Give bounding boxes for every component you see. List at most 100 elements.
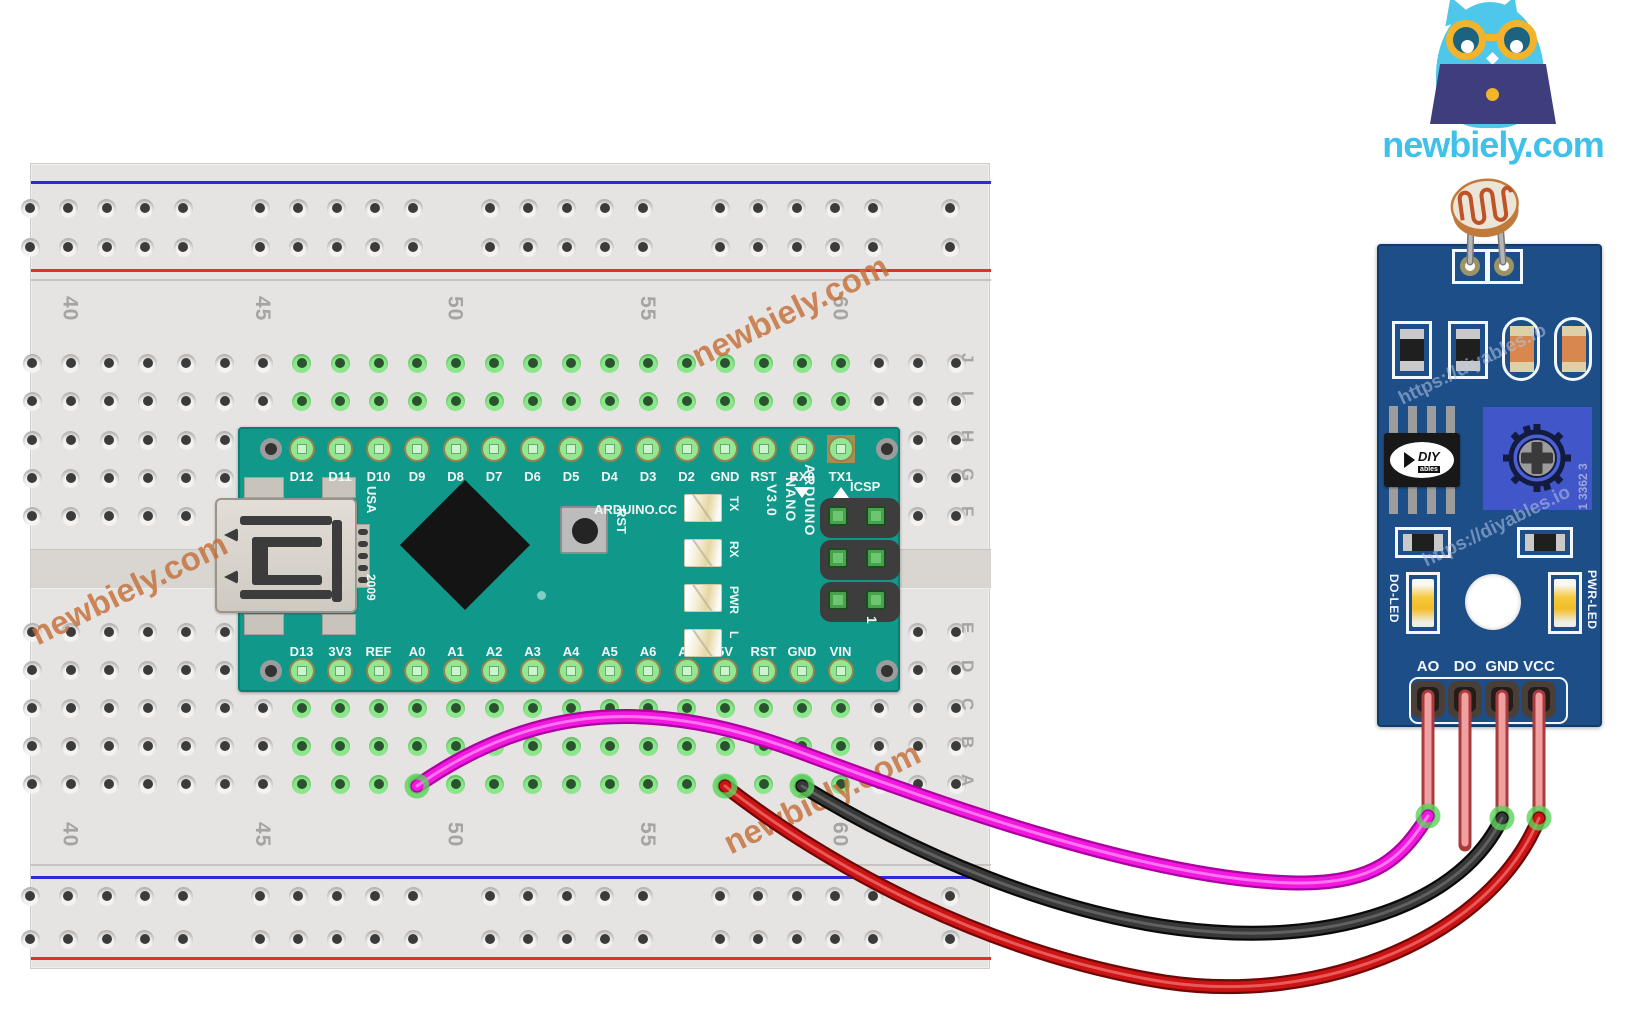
rx-triangle-icon — [794, 487, 810, 498]
smd-resistor-outline — [1448, 321, 1488, 379]
nano-pin-d9 — [404, 436, 430, 462]
nano-pin-label: D7 — [485, 469, 503, 484]
module-pin-label-do: DO — [1453, 658, 1477, 675]
breadboard-hole — [480, 886, 500, 906]
breadboard-hole — [58, 198, 78, 218]
breadboard-hole-connected — [677, 391, 696, 411]
nano-pin-label: D4 — [601, 469, 618, 484]
nano-pin-d7 — [481, 436, 507, 462]
breadboard-hole — [99, 774, 119, 794]
breadboard-hole — [22, 698, 42, 718]
breadboard-column-number: 40 — [58, 822, 82, 848]
bottom-rail-red-line — [31, 957, 991, 960]
breadboard-column-number: 45 — [251, 822, 274, 848]
module-pin-label-ao: AO — [1416, 658, 1440, 675]
smd-capacitor — [1510, 326, 1534, 372]
nano-pin-5v — [712, 658, 738, 684]
nano-led-l — [684, 629, 722, 657]
breadboard-hole — [253, 774, 273, 794]
breadboard-hole — [20, 198, 40, 218]
nano-led-label: RX — [727, 541, 741, 558]
breadboard-hole — [595, 886, 615, 906]
breadboard-hole — [946, 391, 966, 411]
breadboard-hole — [908, 622, 927, 642]
smd-resistor-outline — [1392, 321, 1432, 379]
owl-eye — [1461, 40, 1474, 53]
owl-glasses-bridge — [1485, 34, 1499, 41]
owl-eye — [1510, 40, 1523, 53]
nano-pin-label: D12 — [289, 469, 314, 484]
nano-pin-label: GND — [710, 469, 740, 484]
breadboard-hole — [61, 774, 80, 794]
nano-led-label: PWR — [727, 586, 741, 614]
breadboard-hole — [135, 929, 155, 949]
icsp-pin — [866, 548, 886, 568]
breadboard-hole — [22, 391, 42, 411]
breadboard-hole — [215, 353, 234, 373]
breadboard-hole — [138, 698, 157, 718]
owl-glasses-right-lens — [1497, 20, 1537, 60]
mounting-hole — [1465, 574, 1521, 630]
breadboard-hole-connected — [369, 353, 388, 373]
breadboard-hole — [176, 506, 196, 526]
breadboard-hole — [403, 198, 423, 218]
breadboard-hole — [138, 774, 157, 794]
breadboard-hole-connected — [523, 353, 542, 373]
diyables-logo-text: DIY — [1418, 448, 1440, 464]
breadboard-row-letter: E — [958, 622, 977, 634]
nano-mounting-hole — [260, 660, 282, 682]
nano-pin-d4 — [596, 436, 623, 462]
breadboard-hole — [557, 886, 577, 906]
breadboard-hole — [365, 929, 385, 949]
breadboard-hole — [138, 660, 157, 680]
breadboard-hole — [595, 198, 615, 218]
breadboard-hole — [99, 622, 119, 642]
nano-pin-a3 — [519, 658, 546, 684]
breadboard-hole — [946, 622, 966, 642]
nano-pin-label: 3V3 — [328, 644, 352, 659]
usb-pin — [358, 541, 368, 547]
nano-pin-a2 — [481, 658, 507, 684]
icsp-pin — [866, 506, 886, 526]
breadboard-hole — [253, 736, 273, 756]
ic-leg — [1427, 406, 1436, 434]
nano-pin-label: A2 — [485, 644, 503, 659]
breadboard-hole — [253, 353, 273, 373]
breadboard-hole — [787, 198, 807, 218]
breadboard-hole — [869, 353, 889, 373]
breadboard-hole — [176, 736, 196, 756]
breadboard-hole — [250, 929, 270, 949]
breadboard-hole-connected — [407, 353, 427, 373]
usb-slot — [332, 520, 342, 602]
icsp-pin1-label: 1 — [864, 616, 880, 624]
usb-slot — [252, 537, 322, 547]
breadboard-hole-connected — [715, 391, 735, 411]
year-text: 2009 — [364, 574, 378, 601]
ic-leg — [1389, 486, 1398, 514]
breadboard-hole-connected — [369, 391, 388, 411]
breadboard-hole — [58, 237, 78, 257]
breadboard-hole-connected — [292, 774, 311, 794]
breadboard-hole — [176, 391, 196, 411]
ic-leg — [1427, 486, 1436, 514]
smd-capacitor-outline — [1502, 317, 1540, 381]
breadboard-hole-connected — [292, 391, 311, 411]
smd-capacitor-outline — [1554, 317, 1592, 381]
nano-pin-a5 — [596, 658, 623, 684]
potentiometer — [1483, 407, 1592, 510]
brand-text: ARDUINO.CC — [594, 502, 678, 517]
do-led-label: DO-LED — [1387, 574, 1401, 623]
breadboard-hole — [403, 929, 423, 949]
usb-slot — [252, 575, 322, 585]
breadboard-hole — [138, 353, 157, 373]
breadboard-hole — [863, 198, 883, 218]
breadboard-hole — [365, 886, 385, 906]
breadboard-hole — [480, 929, 500, 949]
breadboard-hole — [595, 929, 615, 949]
nano-led-rx — [684, 539, 722, 567]
ic-leg — [1446, 486, 1455, 514]
breadboard-hole-connected — [561, 391, 581, 411]
usb-slot — [240, 516, 332, 525]
breadboard-hole — [869, 391, 889, 411]
